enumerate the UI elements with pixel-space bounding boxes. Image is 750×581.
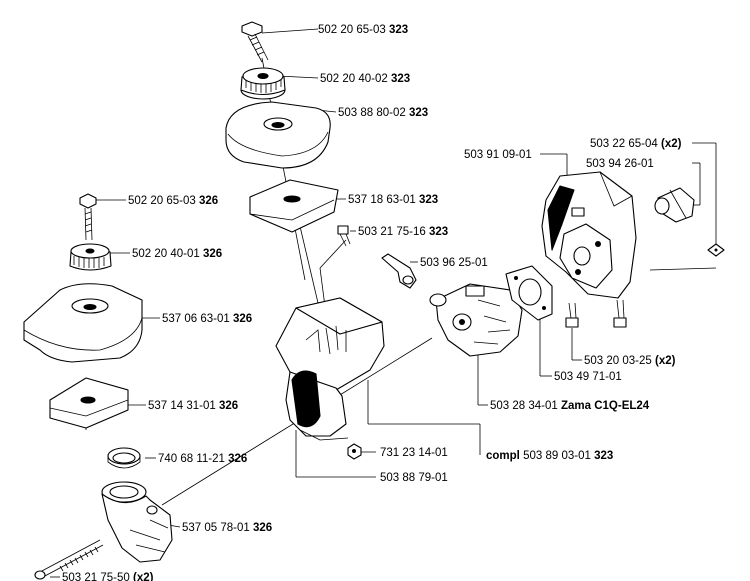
label-choke-lever: 503 96 25-01 xyxy=(420,257,488,269)
label-filter-top: 537 18 63-01 323 xyxy=(348,194,438,206)
label-bolt-left: 502 20 65-03 326 xyxy=(128,195,218,207)
label-oring: 740 68 11-21 326 xyxy=(158,453,247,465)
label-intake: 537 05 78-01 326 xyxy=(182,522,272,534)
knob-left-part xyxy=(69,243,112,271)
oring-part xyxy=(107,447,141,469)
label-housing: 503 88 79-01 xyxy=(380,472,448,484)
label-nut: 731 23 14-01 xyxy=(380,447,448,459)
cover-top-part xyxy=(225,101,331,169)
label-knob-left: 502 20 40-01 326 xyxy=(132,248,222,260)
label-gasket: 503 49 71-01 xyxy=(554,371,622,383)
label-clip-right: 503 94 26-01 xyxy=(586,158,654,170)
label-bolt-top: 502 20 65-03 323 xyxy=(318,24,408,36)
knob-top-part xyxy=(240,67,286,100)
screw-filter-part xyxy=(337,225,351,247)
label-compl: compl 503 89 03-01 323 xyxy=(486,450,613,462)
label-screw-right: 503 22 65-04 (x2) xyxy=(590,138,682,150)
label-carb-screws: 503 20 03-25 (x2) xyxy=(584,355,676,367)
clip-right-part xyxy=(654,187,695,223)
label-carburetor: 503 28 34-01 Zama C1Q-EL24 xyxy=(490,400,650,412)
label-screw-filter: 503 21 75-16 323 xyxy=(358,226,448,238)
label-filter-left: 537 14 31-01 326 xyxy=(148,400,238,412)
label-cover-top: 503 88 80-02 323 xyxy=(338,107,428,119)
label-long-bolt: 503 21 75-50 (x2) xyxy=(62,572,154,581)
gasket-part xyxy=(505,265,553,321)
long-bolt-part xyxy=(34,539,104,580)
carburetor-part xyxy=(429,283,523,357)
choke-lever-part xyxy=(381,253,417,289)
square-nut-part xyxy=(707,243,725,257)
carb-screws-part xyxy=(565,299,627,328)
nut-part xyxy=(347,443,362,460)
intake-part xyxy=(101,481,173,563)
bolt-top-part xyxy=(241,21,269,63)
filter-top-part xyxy=(249,179,339,233)
labels: 502 20 65-03 323 502 20 40-02 323 503 88… xyxy=(62,24,682,581)
filter-left-part xyxy=(49,377,129,429)
cover-left-part xyxy=(23,283,143,363)
bracket-right-part xyxy=(541,171,637,299)
label-knob-top: 502 20 40-02 323 xyxy=(320,73,410,85)
label-cover-left: 537 06 63-01 326 xyxy=(162,313,252,325)
housing-part xyxy=(275,297,385,441)
bolt-left-part xyxy=(79,193,97,241)
label-bracket-right: 503 91 09-01 xyxy=(464,149,532,161)
